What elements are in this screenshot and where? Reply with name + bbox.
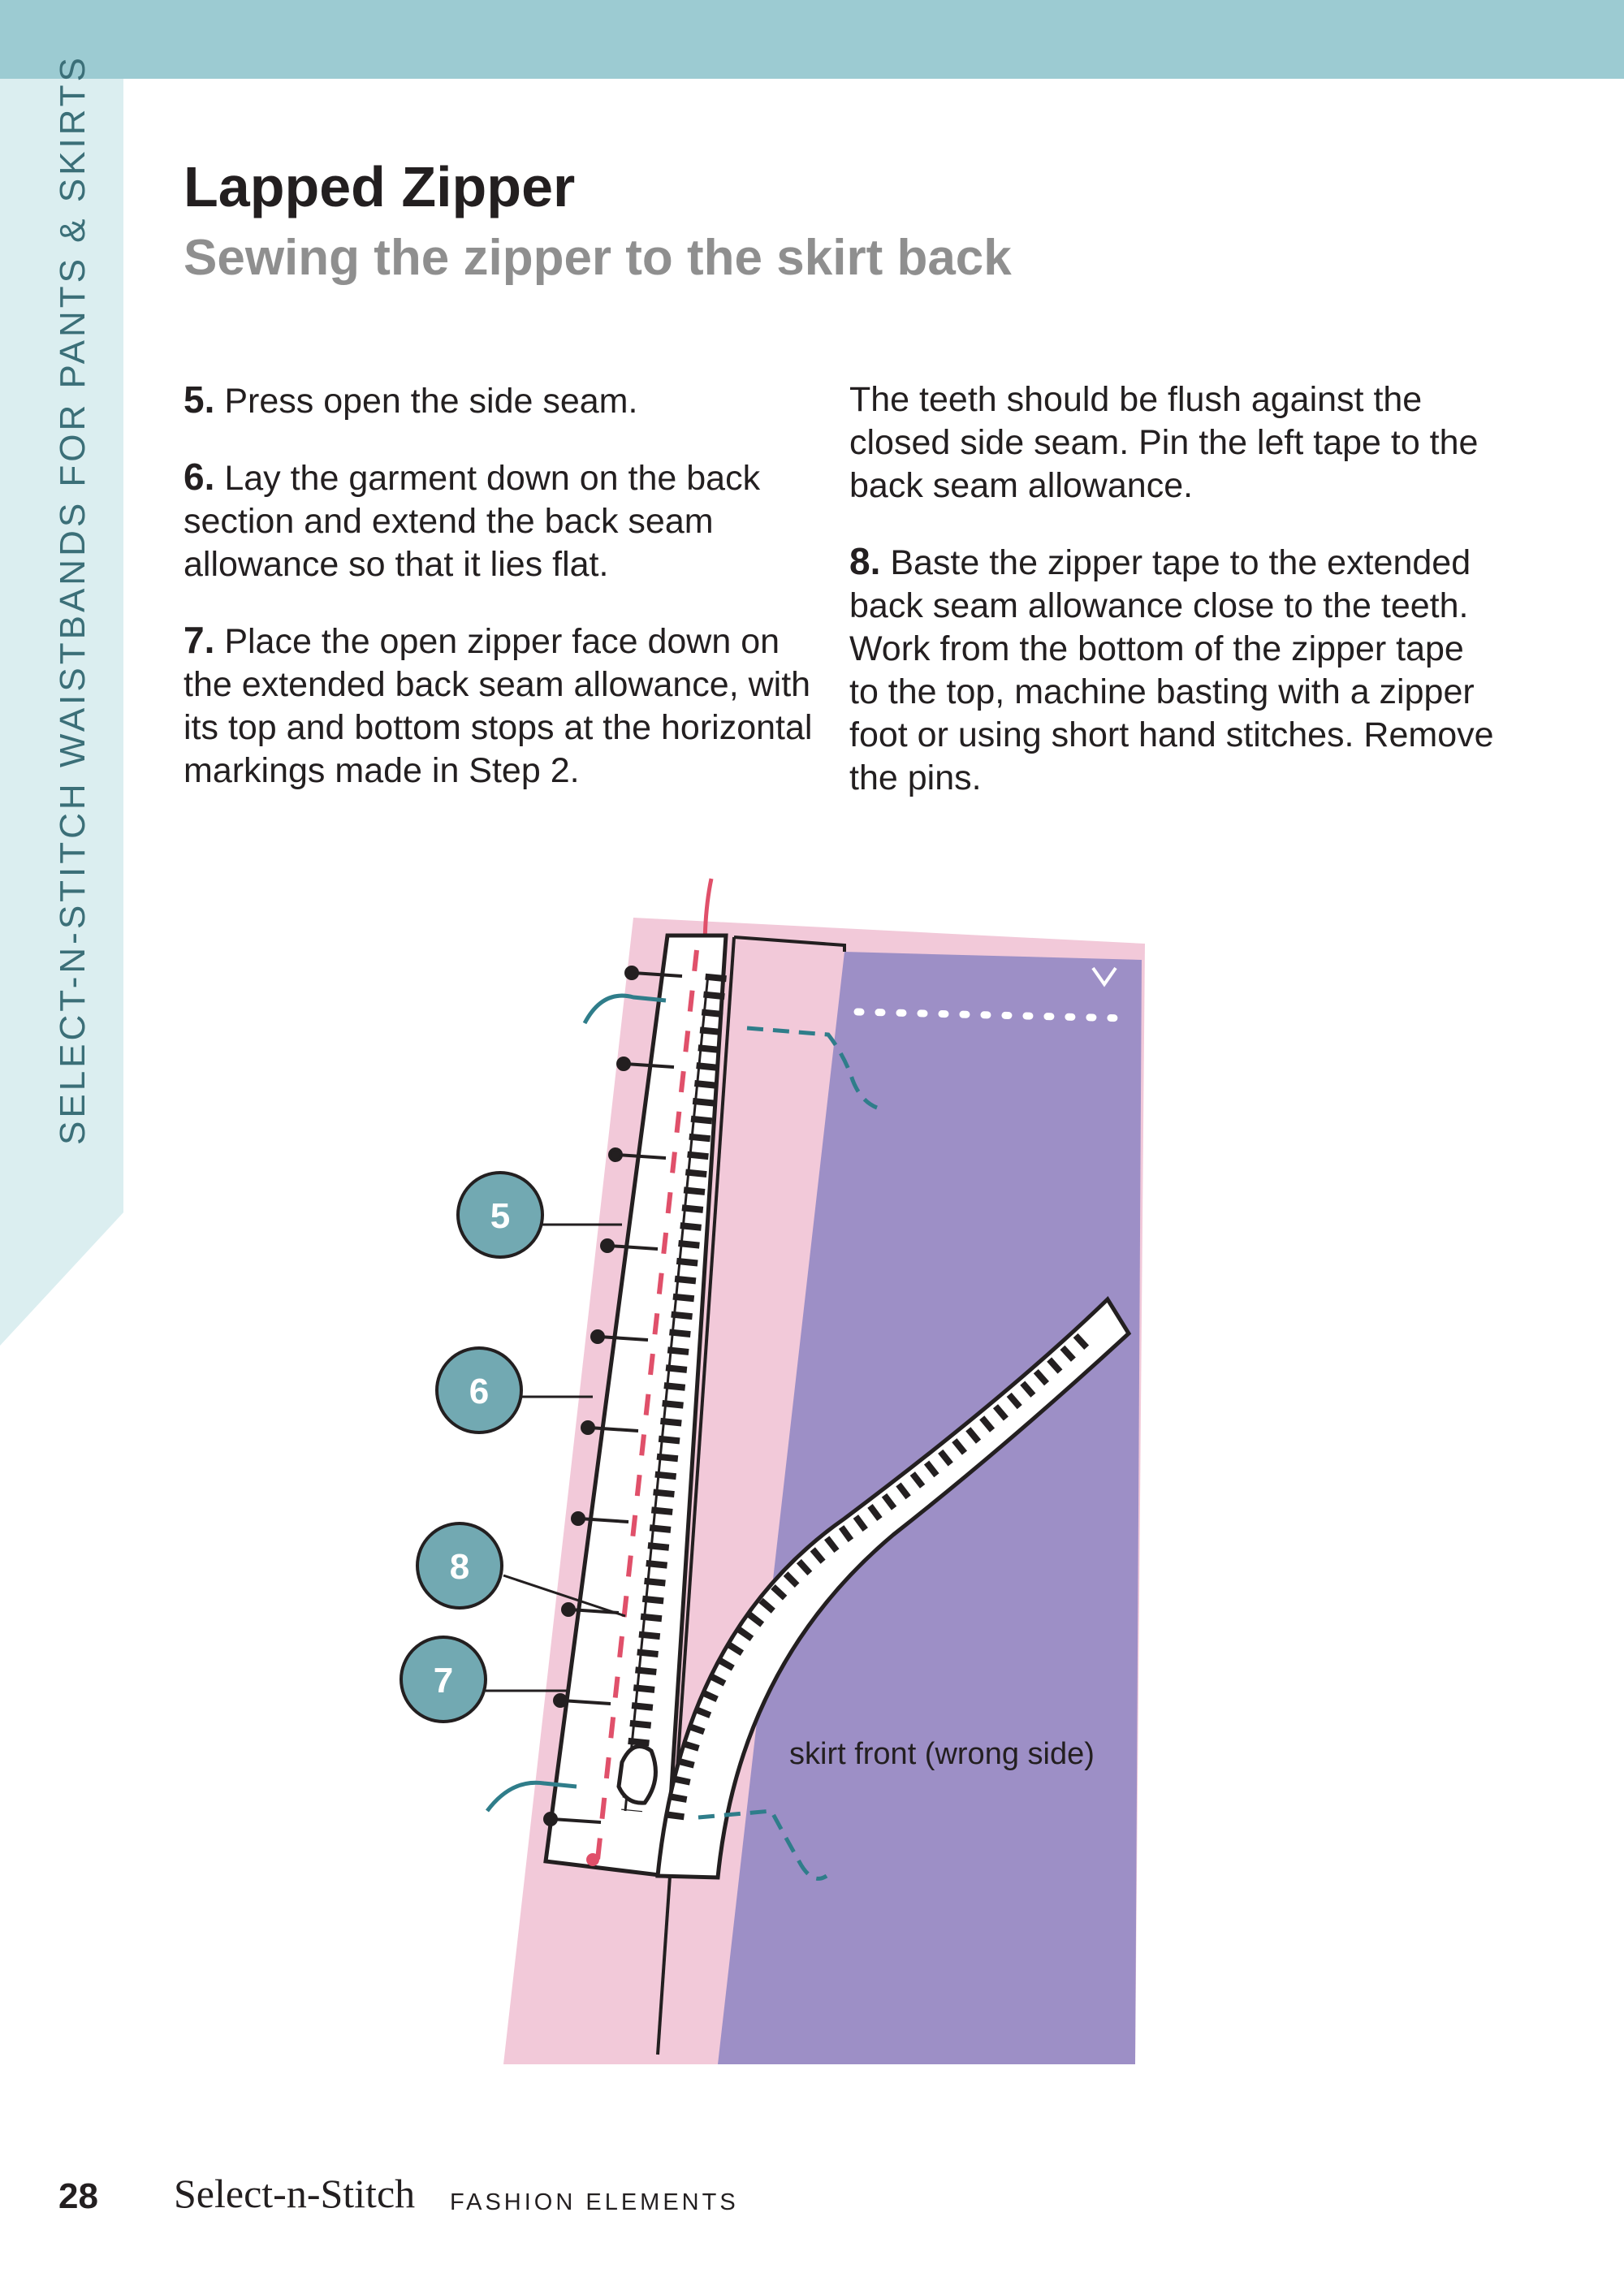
step-text: Press open the side seam. — [224, 382, 638, 421]
step-7-continued: The teeth should be flush against the cl… — [849, 378, 1499, 508]
instructions-right-column: The teeth should be flush against the cl… — [849, 378, 1499, 832]
seam-notch — [1091, 966, 1117, 987]
callout-number: 5 — [490, 1196, 510, 1236]
pins — [543, 966, 683, 1826]
callout-8: 8 — [416, 1522, 503, 1610]
zipper-right-teeth — [667, 1329, 1094, 1821]
callout-leaders — [486, 1223, 626, 1692]
zipper-right-tape — [655, 1296, 1132, 1880]
horizontal-marking — [853, 1008, 1133, 1022]
brand-series: FASHION ELEMENTS — [450, 2189, 739, 2215]
step-6: 6. Lay the garment down on the back sect… — [184, 456, 825, 586]
skirt-front-label: skirt front (wrong side) — [789, 1737, 1095, 1771]
step-8: 8. Baste the zipper tape to the extended… — [849, 540, 1499, 800]
zipper-illustration: 5 6 8 7 skirt front (wrong side) — [400, 878, 1145, 2064]
chapter-side-title: SELECT-N-STITCH WAISTBANDS FOR PANTS & S… — [53, 54, 93, 1145]
page-title: Lapped Zipper — [184, 155, 576, 218]
page-number: 28 — [58, 2176, 98, 2216]
page-subtitle: Sewing the zipper to the skirt back — [184, 230, 1012, 286]
step-number: 7. — [184, 619, 215, 661]
step-text: Place the open zipper face down on the e… — [184, 622, 813, 790]
zipper-teeth — [621, 973, 727, 1813]
callout-5: 5 — [456, 1171, 544, 1259]
instructions-left-column: 5. Press open the side seam. 6. Lay the … — [184, 378, 825, 825]
step-7: 7. Place the open zipper face down on th… — [184, 619, 825, 793]
step-number: 6. — [184, 456, 215, 498]
zipper-pull — [616, 1744, 658, 1805]
callout-6: 6 — [435, 1346, 523, 1434]
top-band — [0, 0, 1624, 79]
callout-number: 7 — [434, 1661, 453, 1700]
bottom-stop — [586, 1853, 599, 1866]
callout-number: 8 — [450, 1547, 469, 1587]
basting-stitches — [595, 949, 699, 1860]
step-text: Baste the zipper tape to the extended ba… — [849, 543, 1494, 797]
step-number: 8. — [849, 540, 881, 582]
step-text: The teeth should be flush against the cl… — [849, 380, 1479, 505]
step-number: 5. — [184, 378, 215, 421]
brand-logo: Select-n-Stitch — [174, 2171, 416, 2216]
seam-edge-line — [733, 936, 846, 952]
step-5: 5. Press open the side seam. — [184, 378, 825, 423]
chapter-side-tab — [0, 79, 123, 1346]
callout-7: 7 — [400, 1636, 487, 1723]
step-text: Lay the garment down on the back section… — [184, 459, 761, 584]
thread-tails — [486, 993, 879, 1881]
zipper-teeth-edge — [624, 974, 710, 1812]
callout-number: 6 — [469, 1372, 489, 1411]
